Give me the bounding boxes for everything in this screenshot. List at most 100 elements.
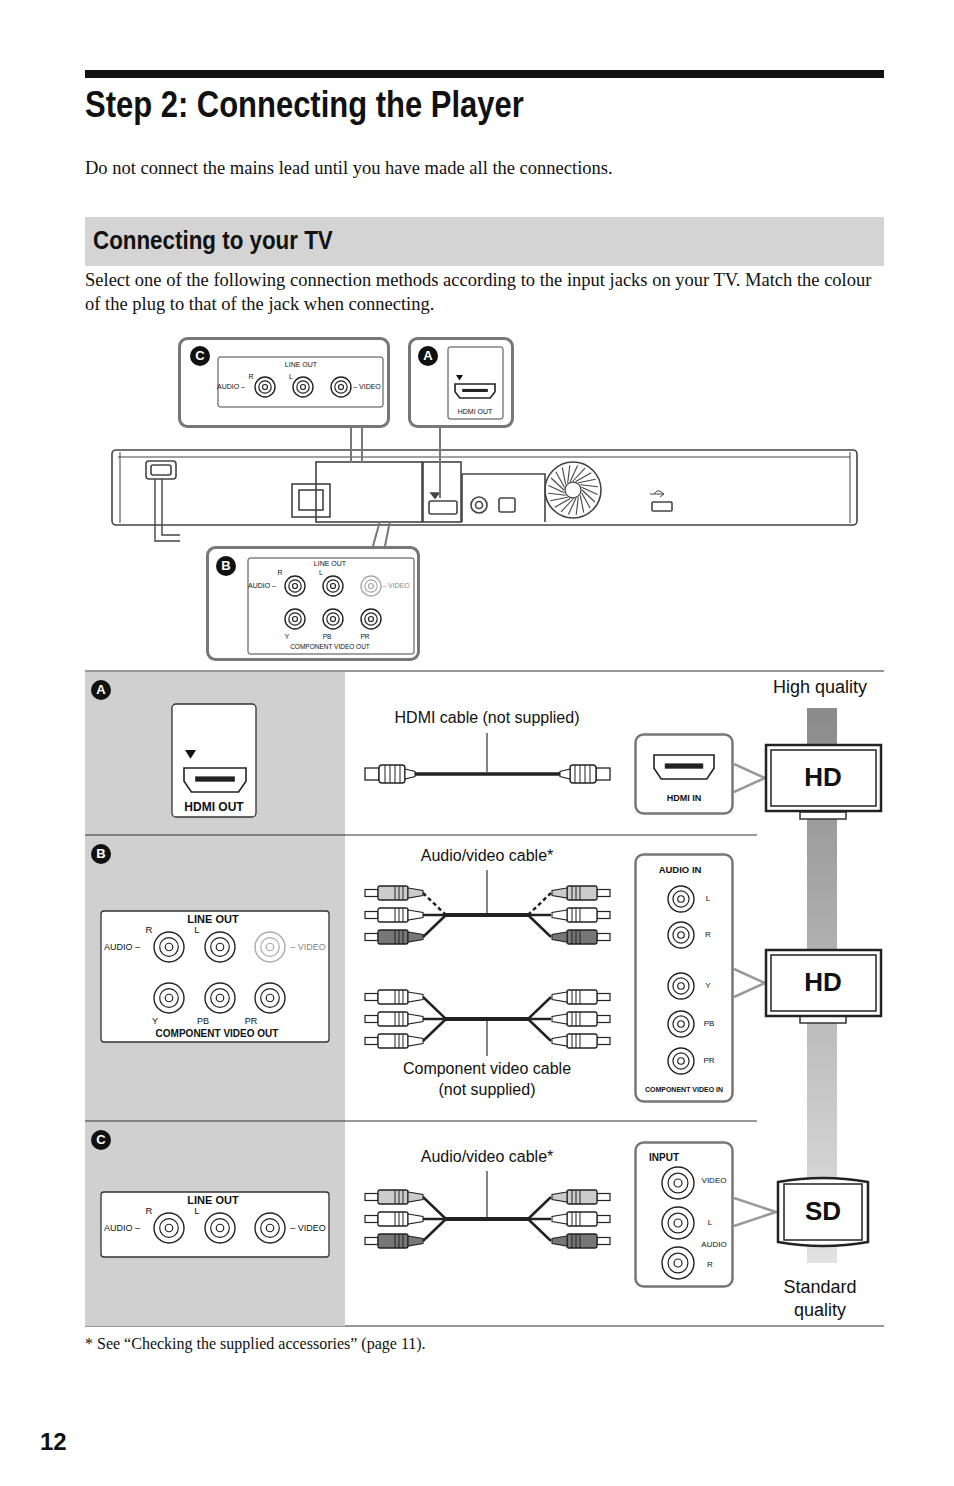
- plug-tip: [365, 1194, 378, 1201]
- rca-jack: [255, 377, 275, 397]
- panel-outline: [248, 558, 414, 654]
- plug-grip: [399, 886, 400, 900]
- table-cell: BLINE OUTAUDIO –RL– VIDEOYPBPRCOMPONENT …: [85, 836, 345, 1121]
- callout-leader: [350, 428, 352, 463]
- rca-jack-ring: [261, 1219, 280, 1238]
- callout-badge: [216, 556, 236, 576]
- plug-boot: [552, 1214, 567, 1224]
- plug-tip: [597, 912, 610, 919]
- hdmi-plug-grip: [585, 765, 586, 783]
- fan-vane: [550, 497, 567, 500]
- jack-label: LINE OUT: [285, 361, 317, 369]
- power-inlet-inner: [151, 465, 171, 475]
- jack-label: AUDIO –: [248, 582, 276, 590]
- rca-jack-ring: [261, 989, 280, 1008]
- rca-jack: [154, 1213, 184, 1243]
- plug-grip: [572, 1212, 573, 1226]
- rca-jack: [285, 609, 305, 629]
- rca-jack-pin: [678, 932, 685, 939]
- coax-jack: [471, 497, 487, 513]
- hdmi-panel: [423, 462, 461, 522]
- plug-boot: [408, 1236, 423, 1246]
- cable-wire: [423, 997, 551, 1019]
- plug-body: [378, 1190, 408, 1204]
- rca-jack-pin: [678, 1058, 685, 1065]
- rca-plug: [365, 1234, 423, 1248]
- table-cell: CLINE OUTAUDIO –RL– VIDEO: [85, 1122, 345, 1326]
- rca-jack-pin: [266, 943, 274, 951]
- cable-wire: [446, 1017, 528, 1021]
- rca-plug: [365, 990, 423, 1004]
- rca-jack: [662, 1247, 694, 1279]
- jack-label: – VIDEO: [290, 1223, 326, 1233]
- cable-label: Component video cable (not supplied): [392, 1059, 582, 1101]
- jack-callout: CLINE OUTAUDIO –RL– VIDEO: [178, 337, 390, 428]
- coax-jack-inner: [476, 502, 483, 509]
- rca-jack-pin: [266, 994, 274, 1002]
- rca-jack-ring: [327, 613, 339, 625]
- plug-grip: [572, 930, 573, 944]
- rca-jack-pin: [266, 1224, 274, 1232]
- rca-jack: [205, 1213, 235, 1243]
- rca-jack-ring: [297, 381, 309, 393]
- plug-grip: [395, 930, 396, 944]
- plug-boot: [408, 1014, 423, 1024]
- fan-grille: [545, 462, 601, 518]
- hdmi-plug: [365, 765, 415, 783]
- rca-jack: [205, 983, 235, 1013]
- lan-port-inner: [299, 490, 323, 510]
- plug-grip: [403, 1190, 404, 1204]
- plug-tip: [597, 1016, 610, 1023]
- jack-label: Y: [705, 981, 710, 990]
- cable-wire: [446, 1217, 528, 1221]
- usb-port: [652, 502, 672, 511]
- section-band: Connecting to your TV: [85, 217, 884, 266]
- rca-jack-pin: [216, 994, 224, 1002]
- rca-plug: [365, 930, 423, 944]
- tv-jack-panel: [636, 855, 733, 1102]
- rca-jack: [668, 1011, 694, 1037]
- jack-label: – VIDEO: [290, 942, 326, 952]
- plug-grip: [580, 908, 581, 922]
- plug-grip: [395, 908, 396, 922]
- jack-label: PR: [703, 1056, 714, 1065]
- rca-jack-pin: [331, 617, 336, 622]
- plug-tip: [597, 1038, 610, 1045]
- rca-jack-pin: [674, 1179, 682, 1187]
- hdmi-port: [184, 768, 246, 792]
- rca-jack-pin: [301, 385, 306, 390]
- plug-body: [378, 990, 408, 1004]
- jack-label: HDMI OUT: [184, 801, 243, 815]
- plug-body: [567, 1212, 597, 1226]
- plug-tip: [597, 1238, 610, 1245]
- rca-jack: [323, 609, 343, 629]
- plug-grip: [576, 930, 577, 944]
- plug-boot: [552, 1014, 567, 1024]
- panel-pointer: [734, 969, 765, 997]
- callout-letter: A: [423, 349, 432, 364]
- jack-label: – VIDEO: [353, 383, 381, 391]
- fan-vane: [578, 479, 595, 482]
- rca-jack: [293, 377, 313, 397]
- fan-vane: [582, 487, 598, 494]
- housing-edge: [120, 452, 121, 523]
- tv-housing: [778, 1178, 868, 1246]
- hdmi-plug-grip: [390, 765, 391, 783]
- rca-jack-ring: [673, 978, 689, 994]
- callout-letter: C: [96, 1133, 105, 1148]
- jack-label: VIDEO: [702, 1176, 727, 1185]
- tv-screen-box: SD: [776, 1176, 870, 1248]
- plug-boot: [408, 888, 423, 898]
- jack-label: R: [146, 1206, 153, 1217]
- jack-label: LINE OUT: [314, 560, 346, 568]
- hdmi-mark: [185, 750, 196, 759]
- plug-tip: [365, 1016, 378, 1023]
- callout-frame: [180, 339, 389, 427]
- rca-jack-ring: [673, 1053, 689, 1069]
- rca-plug: [552, 1212, 610, 1226]
- rca-plug: [552, 1034, 610, 1048]
- plug-body: [378, 886, 408, 900]
- rca-jack: [662, 1207, 694, 1239]
- fan-vane: [576, 497, 578, 515]
- tv-screen-box: HD: [765, 949, 882, 1017]
